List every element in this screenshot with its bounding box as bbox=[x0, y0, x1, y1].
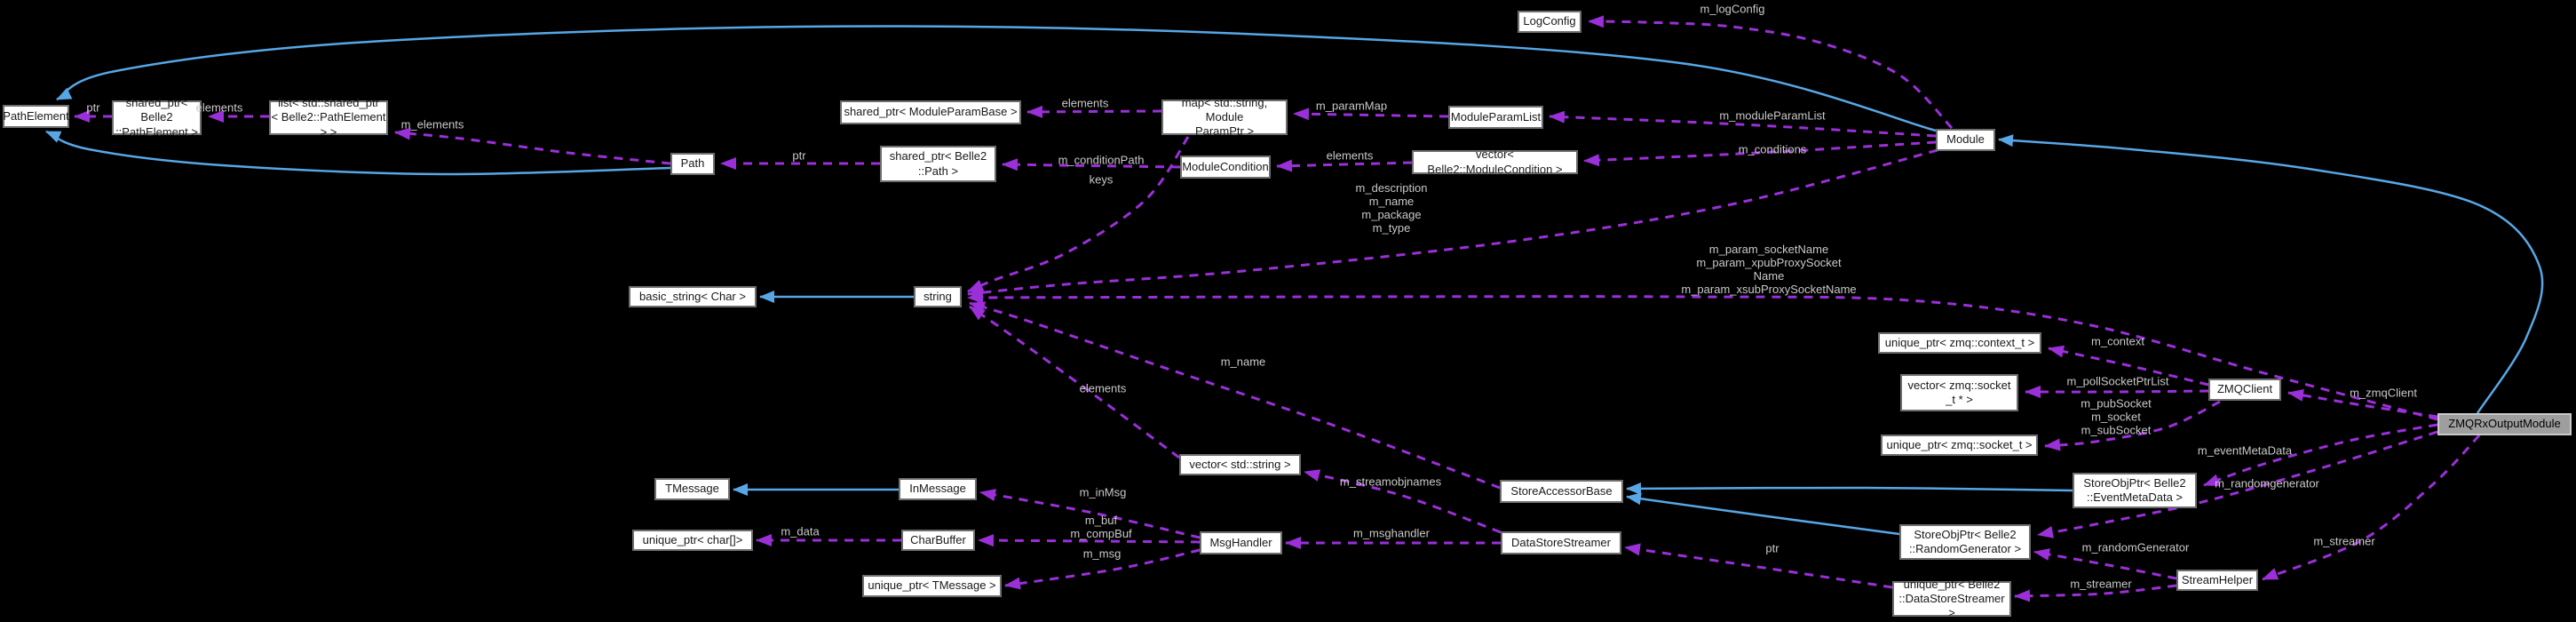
node-basic-string-char[interactable]: basic_string< Char > bbox=[629, 286, 757, 307]
node-msghandler[interactable]: MsgHandler bbox=[1200, 531, 1282, 554]
node-shared-ptr-path[interactable]: shared_ptr< Belle2 ::Path > bbox=[880, 146, 996, 182]
edge-m-pollsocketptrlist bbox=[2025, 386, 2209, 399]
edge-m-conditions bbox=[1583, 140, 1937, 167]
edge-m-name bbox=[969, 301, 1501, 490]
node-charbuffer[interactable]: CharBuffer bbox=[901, 530, 975, 551]
node-map-string-moduleparamptr[interactable]: map< std::string, Module ParamPtr > bbox=[1161, 96, 1288, 138]
edge-m-moduleparamlist bbox=[1549, 110, 1937, 138]
node-storeaccessorbase[interactable]: StoreAccessorBase bbox=[1500, 480, 1623, 503]
edge-keys bbox=[967, 136, 1190, 293]
node-moduleparamlist[interactable]: ModuleParamList bbox=[1448, 106, 1543, 129]
node-zmqclient[interactable]: ZMQClient bbox=[2208, 379, 2281, 401]
edge-m-conditionpath bbox=[1002, 158, 1181, 171]
node-streamhelper[interactable]: StreamHelper bbox=[2176, 570, 2258, 591]
node-modulecondition[interactable]: ModuleCondition bbox=[1180, 156, 1271, 179]
node-vector-modulecondition[interactable]: vector< Belle2::ModuleCondition > bbox=[1412, 148, 1578, 176]
node-storeobjptr-eventmetadata[interactable]: StoreObjPtr< Belle2 ::EventMetaData > bbox=[2073, 473, 2197, 508]
edge-m-streamer-zmqrx bbox=[2262, 434, 2481, 581]
node-zmqrxoutputmodule[interactable]: ZMQRxOutputModule bbox=[2437, 413, 2572, 435]
edge-m-randomgenerator-streamhelper bbox=[2033, 548, 2177, 580]
node-vector-zmq-socket[interactable]: vector< zmq::socket _t * > bbox=[1900, 374, 2018, 411]
edge-m-description bbox=[967, 148, 1938, 299]
edge-m-inmsg bbox=[979, 489, 1201, 539]
edge-m-randomgenerator-zmqrx bbox=[2037, 430, 2438, 538]
edge-m-buf-compbuf bbox=[978, 534, 1201, 547]
edge-storeobjptr-emd-storeaccessorbase bbox=[1626, 482, 2073, 495]
node-unique-ptr-zmq-context[interactable]: unique_ptr< zmq::context_t > bbox=[1878, 332, 2041, 354]
edge-m-parammap bbox=[1293, 108, 1449, 121]
node-unique-ptr-char[interactable]: unique_ptr< char[]> bbox=[632, 530, 753, 551]
node-logconfig[interactable]: LogConfig bbox=[1518, 11, 1581, 33]
edge-m-elements bbox=[394, 127, 671, 165]
edge-m-zmqclient bbox=[2287, 388, 2438, 419]
node-storeobjptr-randomgenerator[interactable]: StoreObjPtr< Belle2 ::RandomGenerator > bbox=[1899, 524, 2031, 560]
edge-path-pathelement bbox=[45, 130, 671, 176]
node-path[interactable]: Path bbox=[670, 153, 715, 175]
node-unique-ptr-tmessage[interactable]: unique_ptr< TMessage > bbox=[862, 575, 1002, 597]
edge-m-streamer-streamhelper bbox=[2014, 584, 2177, 602]
node-tmessage[interactable]: TMessage bbox=[654, 478, 730, 500]
node-shared-ptr-moduleparambase[interactable]: shared_ptr< ModuleParamBase > bbox=[840, 100, 1021, 124]
node-inmessage[interactable]: InMessage bbox=[899, 478, 977, 500]
node-shared-ptr-pathelement[interactable]: shared_ptr< Belle2 ::PathElement > bbox=[112, 96, 202, 139]
edge-m-streamobjnames bbox=[1304, 469, 1502, 534]
node-datastorestreamer[interactable]: DataStoreStreamer bbox=[1501, 531, 1621, 554]
edge-m-msg bbox=[1004, 548, 1201, 590]
edge-elements-modulecondition bbox=[1276, 159, 1413, 172]
edge-m-eventmetadata bbox=[2203, 423, 2438, 487]
edge-zmqrx-module bbox=[1998, 134, 2544, 414]
edge-m-param-socketname bbox=[967, 291, 2438, 421]
node-string[interactable]: string bbox=[914, 286, 962, 307]
edge-elements-moduleparambase bbox=[1026, 105, 1162, 118]
edge-module-pathelement bbox=[56, 25, 1937, 132]
node-pathelement[interactable]: PathElement bbox=[3, 105, 69, 128]
edge-m-context bbox=[2048, 345, 2209, 387]
node-module[interactable]: Module bbox=[1936, 129, 1995, 151]
edge-elements-string bbox=[969, 305, 1180, 459]
edge-m-logconfig bbox=[1588, 15, 1954, 130]
node-list-shared-ptr-pathelement[interactable]: list< std::shared_ptr < Belle2::PathElem… bbox=[269, 96, 388, 139]
node-vector-std-string[interactable]: vector< std::string > bbox=[1179, 454, 1301, 475]
edge-m-pubsocket bbox=[2044, 400, 2221, 451]
edge-ptr-datastorestreamer bbox=[1624, 543, 1893, 589]
node-unique-ptr-zmq-socket[interactable]: unique_ptr< zmq::socket_t > bbox=[1881, 435, 2038, 456]
edge-storeobjptr-rg-storeaccessorbase bbox=[1626, 492, 1900, 536]
node-unique-ptr-datastorestreamer[interactable]: unique_ptr< Belle2 ::DataStoreStreamer > bbox=[1892, 578, 2011, 619]
